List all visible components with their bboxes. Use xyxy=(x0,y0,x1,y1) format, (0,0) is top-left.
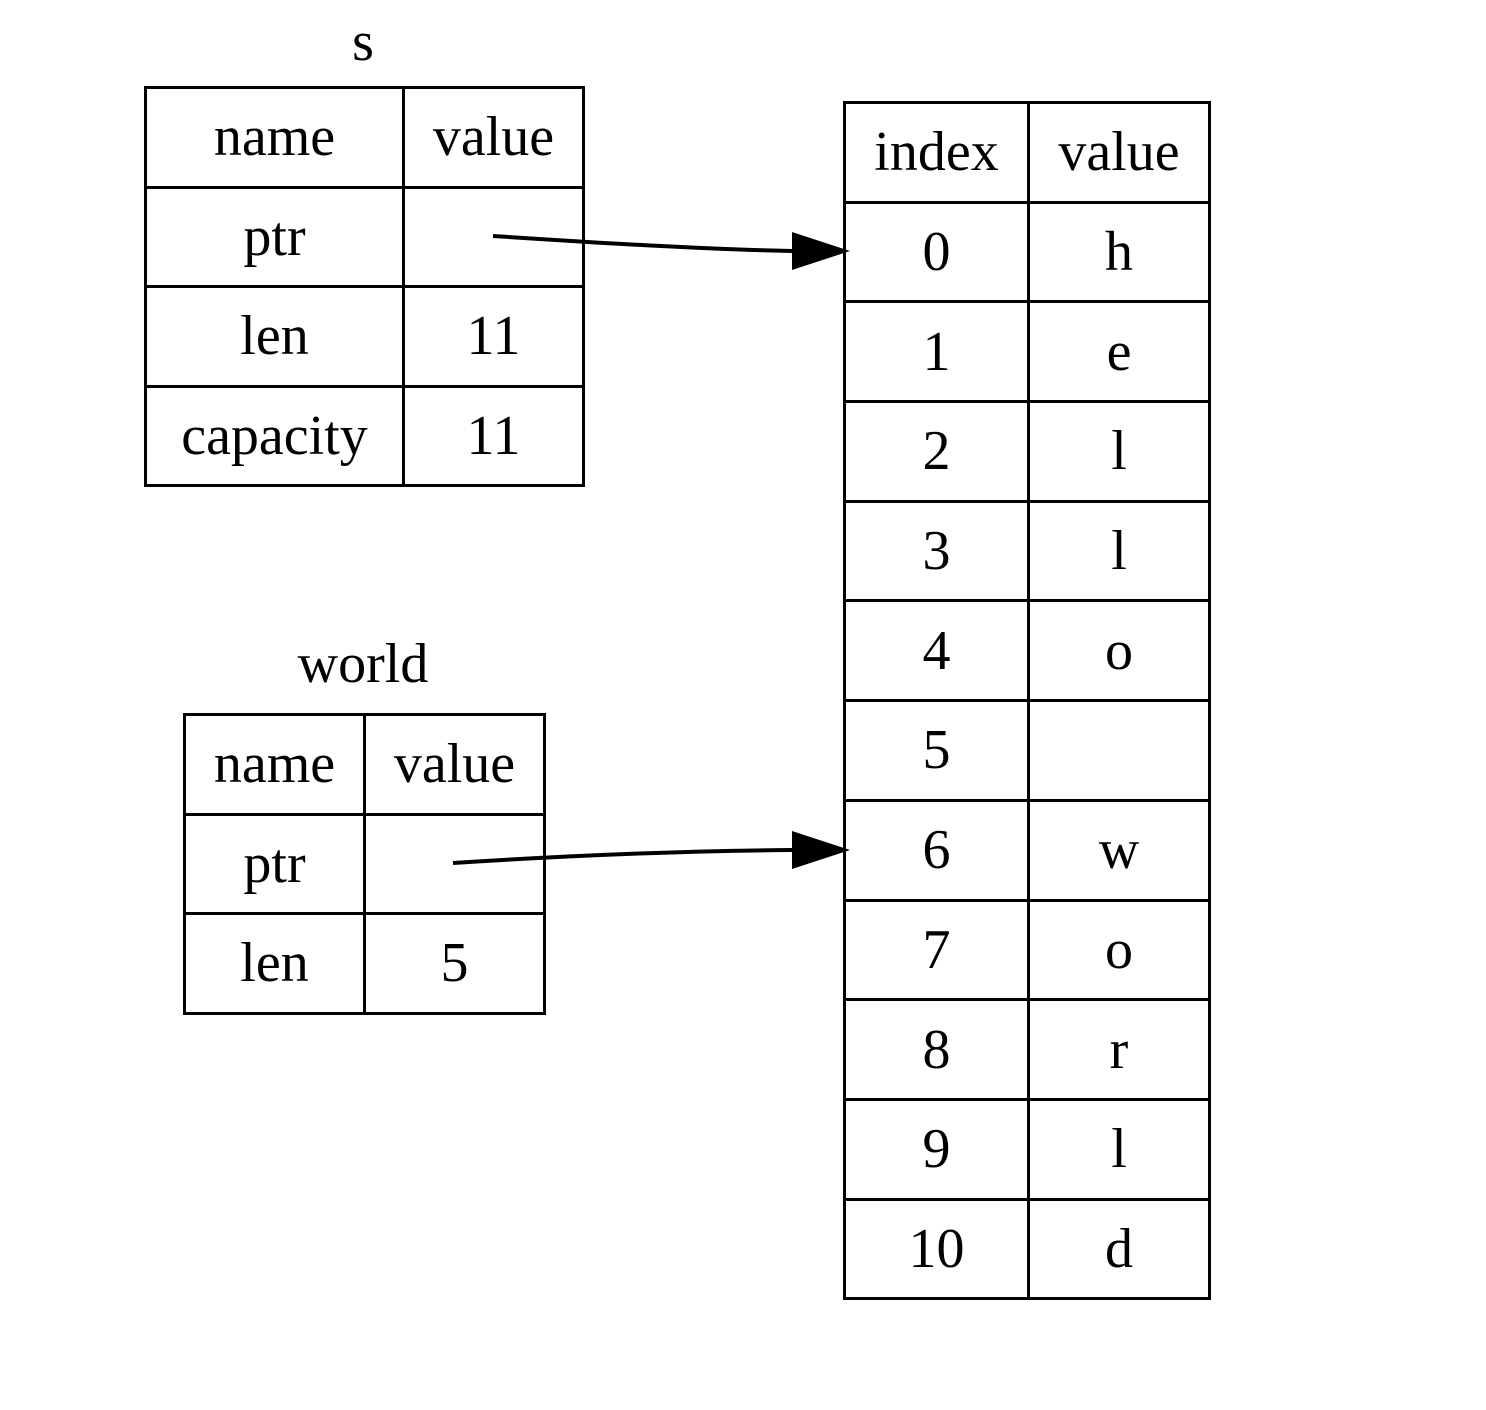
s-row-capacity: capacity 11 xyxy=(144,384,585,487)
heap-row: 8 r xyxy=(843,998,1211,1101)
heap-table: index value 0 h 1 e 2 l 3 l 4 o 5 6 w 7 … xyxy=(843,101,1211,1301)
world-ptr-name: ptr xyxy=(183,812,366,915)
world-header-row: name value xyxy=(183,713,546,816)
s-capacity-name: capacity xyxy=(144,384,405,487)
heap-value-cell: l xyxy=(1027,400,1211,503)
world-title: world xyxy=(297,633,429,695)
heap-value-cell: w xyxy=(1027,798,1211,902)
s-title: s xyxy=(352,11,374,73)
heap-index-cell: 5 xyxy=(843,699,1030,802)
s-row-len: len 11 xyxy=(144,285,585,388)
s-len-value: 11 xyxy=(402,285,585,388)
heap-index-cell: 2 xyxy=(843,400,1030,503)
heap-row: 3 l xyxy=(843,499,1211,603)
s-ptr-arrowhead xyxy=(792,232,850,270)
heap-index-cell: 4 xyxy=(843,599,1030,703)
heap-value-cell: o xyxy=(1027,599,1211,703)
heap-row: 7 o xyxy=(843,898,1211,1002)
heap-header-index: index xyxy=(843,101,1030,204)
heap-index-cell: 8 xyxy=(843,998,1030,1101)
heap-value-cell: h xyxy=(1027,200,1211,304)
heap-value-cell: l xyxy=(1027,1097,1211,1201)
heap-row: 1 e xyxy=(843,300,1211,404)
s-ptr-name: ptr xyxy=(144,185,405,288)
s-table: name value ptr len 11 capacity 11 xyxy=(144,86,585,487)
world-len-name: len xyxy=(183,912,366,1015)
heap-row: 5 xyxy=(843,699,1211,802)
heap-value-cell: e xyxy=(1027,300,1211,404)
heap-index-cell: 9 xyxy=(843,1097,1030,1201)
heap-row: 10 d xyxy=(843,1197,1211,1301)
world-table: name value ptr len 5 xyxy=(183,713,546,1015)
world-header-name: name xyxy=(183,713,366,816)
heap-index-cell: 7 xyxy=(843,898,1030,1002)
heap-value-cell: o xyxy=(1027,898,1211,1002)
s-row-ptr: ptr xyxy=(144,185,585,288)
heap-value-cell: d xyxy=(1027,1197,1211,1301)
heap-row: 9 l xyxy=(843,1097,1211,1201)
heap-index-cell: 0 xyxy=(843,200,1030,304)
heap-row: 6 w xyxy=(843,798,1211,902)
heap-index-cell: 3 xyxy=(843,499,1030,603)
heap-index-cell: 6 xyxy=(843,798,1030,902)
heap-index-cell: 1 xyxy=(843,300,1030,404)
s-header-name: name xyxy=(144,86,405,189)
heap-row: 0 h xyxy=(843,200,1211,304)
world-ptr-arrowhead xyxy=(792,831,850,869)
world-row-ptr: ptr xyxy=(183,812,546,915)
s-len-name: len xyxy=(144,285,405,388)
heap-value-cell: l xyxy=(1027,499,1211,603)
heap-value-cell: r xyxy=(1027,998,1211,1101)
heap-index-cell: 10 xyxy=(843,1197,1030,1301)
heap-value-cell xyxy=(1027,699,1211,802)
world-row-len: len 5 xyxy=(183,912,546,1015)
world-len-value: 5 xyxy=(363,912,546,1015)
s-header-value: value xyxy=(402,86,585,189)
world-header-value: value xyxy=(363,713,546,816)
world-ptr-value xyxy=(363,812,546,915)
s-header-row: name value xyxy=(144,86,585,189)
heap-row: 4 o xyxy=(843,599,1211,703)
s-ptr-value xyxy=(402,185,585,288)
s-capacity-value: 11 xyxy=(402,384,585,487)
heap-row: 2 l xyxy=(843,400,1211,503)
heap-header-value: value xyxy=(1027,101,1211,204)
heap-header-row: index value xyxy=(843,101,1211,204)
